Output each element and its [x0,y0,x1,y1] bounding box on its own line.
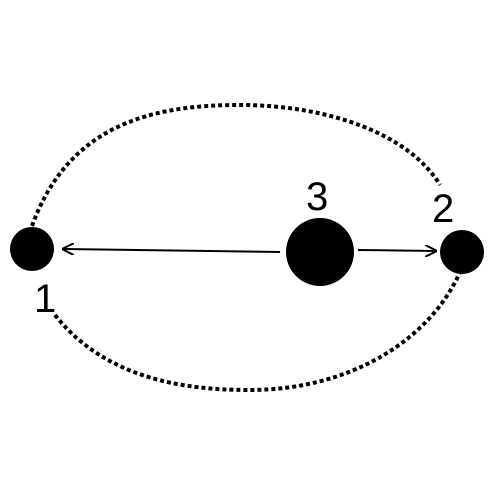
arrow-to-point-2 [357,250,435,251]
orbit-path-lower [53,271,462,393]
label-point-3: 3 [306,175,328,219]
body-point-1 [10,227,54,271]
label-point-1: 1 [34,277,56,321]
arrow-to-point-1 [64,249,281,252]
body-point-2 [440,230,484,274]
label-point-2: 2 [432,187,454,231]
body-point-3 [286,218,354,286]
orbit-path-upper [30,102,442,227]
